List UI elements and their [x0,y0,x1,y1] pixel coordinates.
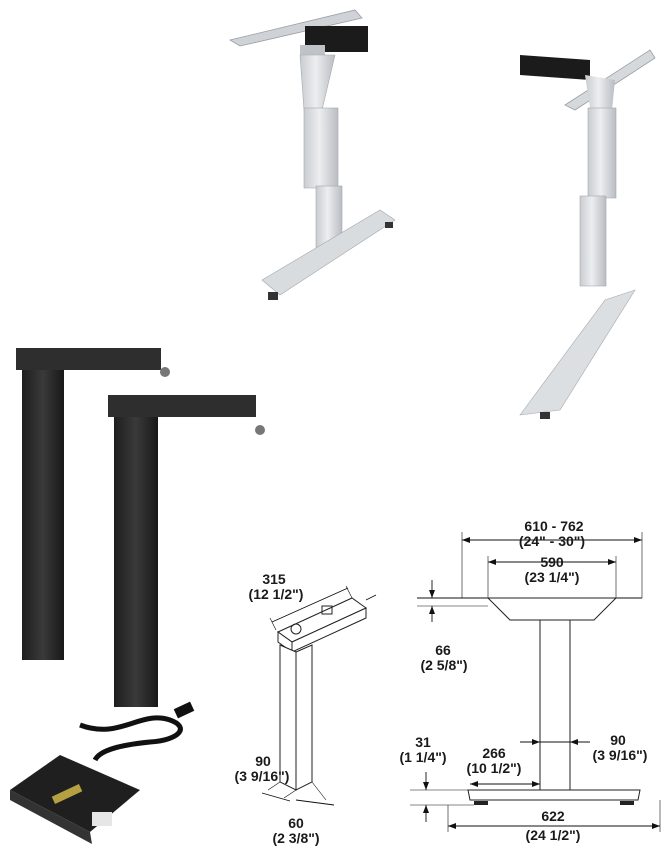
frame-column-size: 90 [610,732,626,748]
small-leg-drawing [261,585,377,806]
frame-top-width-imperial: (23 1/4") [525,569,580,585]
frame-foot-span-imperial: (10 1/2") [467,760,522,776]
frame-height-range-imperial: (24" - 30") [519,533,585,549]
frame-foot-height: 31 [415,734,431,750]
power-cord-icon [79,701,195,762]
frame-column-size-imperial: (3 9/16") [593,747,648,763]
small-leg-length: 315 [262,571,286,587]
frame-height-range: 610 - 762 [524,518,583,534]
frame-drawing [410,532,661,832]
frame-top-width: 590 [540,554,564,570]
small-leg-width-imperial: (2 3/8") [272,830,319,846]
silver-frame-side [519,49,656,419]
small-leg-width: 60 [288,815,304,831]
small-leg-length-imperial: (12 1/2") [249,586,304,602]
black-legs [16,348,265,707]
control-box-icon [10,755,140,844]
small-leg-depth: 90 [255,753,271,769]
frame-foot-height-imperial: (1 1/4") [399,749,446,765]
silver-frame-front [228,9,396,300]
frame-foot-length: 622 [541,808,565,824]
frame-top-thickness-imperial: (2 5/8") [420,657,467,673]
frame-top-thickness: 66 [435,642,451,658]
small-leg-depth-imperial: (3 9/16") [235,768,290,784]
frame-foot-length-imperial: (24 1/2") [526,827,581,843]
frame-foot-span: 266 [482,745,506,761]
